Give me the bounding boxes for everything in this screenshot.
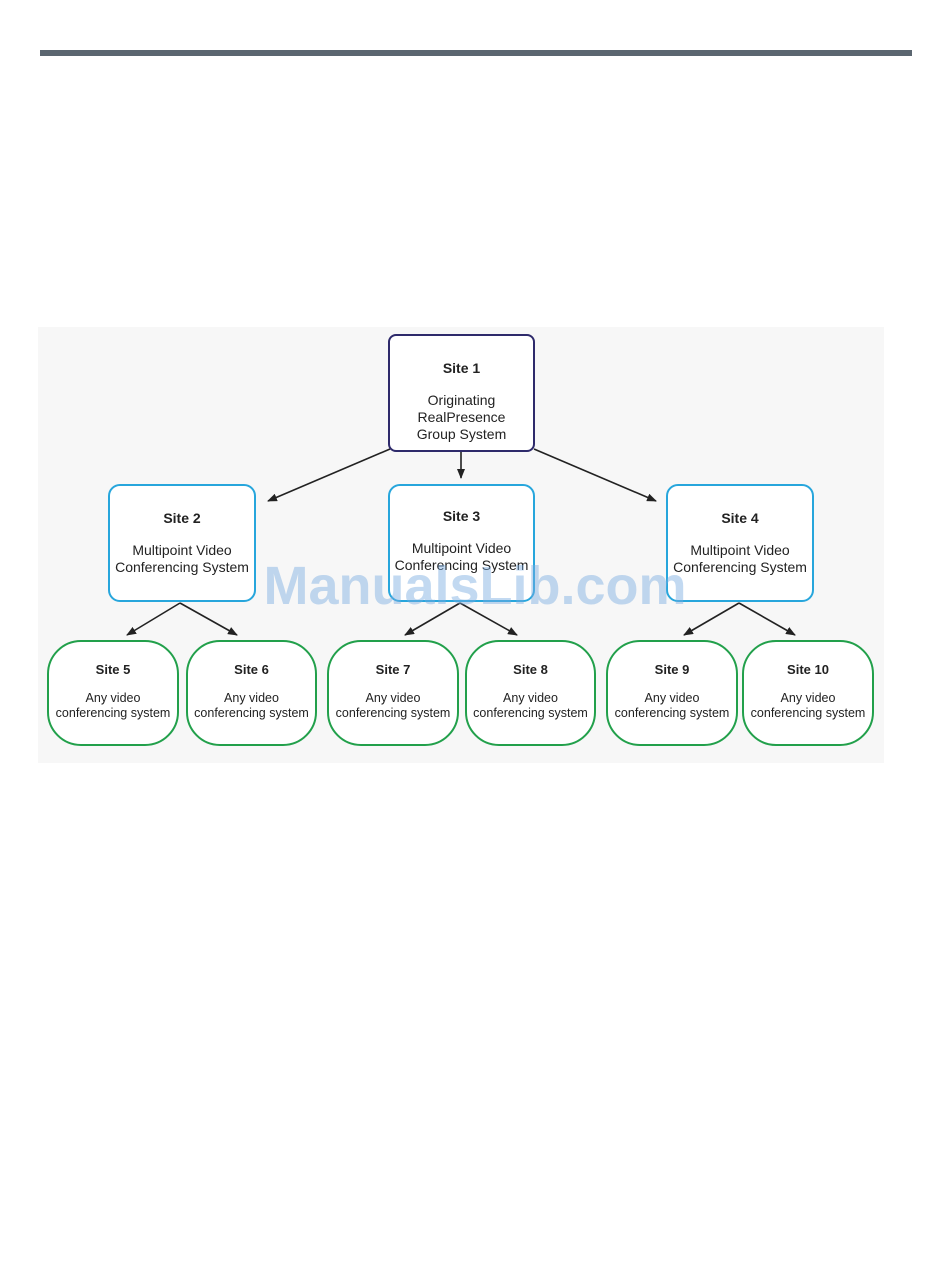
- node-title: Site 8: [513, 662, 548, 677]
- node-title: Site 3: [442, 508, 481, 524]
- node-description: Any video conferencing system: [55, 691, 171, 720]
- arrow-site4-site9: [683, 602, 740, 636]
- node-title: Site 2: [163, 510, 201, 526]
- node-site-6: Site 6 Any video conferencing system: [186, 640, 317, 746]
- node-site-4: Site 4 Multipoint Video Conferencing Sys…: [666, 484, 814, 602]
- node-title: Site 10: [787, 662, 829, 677]
- node-site-1: Site 1 Originating RealPresence Group Sy…: [388, 334, 535, 452]
- node-description: Multipoint Video Conferencing System: [673, 542, 807, 575]
- node-description: Any video conferencing system: [750, 691, 866, 720]
- node-site-3: Site 3 Multipoint Video Conferencing Sys…: [388, 484, 535, 602]
- node-description: Multipoint Video Conferencing System: [394, 540, 529, 573]
- node-site-5: Site 5 Any video conferencing system: [47, 640, 179, 746]
- node-title: Site 7: [375, 662, 411, 677]
- arrow-site3-site7: [404, 602, 461, 636]
- node-title: Site 1: [442, 360, 481, 376]
- node-title: Site 6: [234, 662, 269, 677]
- arrow-site1-site2: [267, 448, 391, 502]
- node-description: Originating RealPresence Group System: [416, 392, 507, 442]
- node-description: Multipoint Video Conferencing System: [115, 542, 249, 575]
- node-description: Any video conferencing system: [194, 691, 309, 720]
- header-rule: [40, 50, 912, 56]
- node-site-10: Site 10 Any video conferencing system: [742, 640, 874, 746]
- arrow-site1-site4: [533, 448, 657, 502]
- node-description: Any video conferencing system: [335, 691, 451, 720]
- node-site-7: Site 7 Any video conferencing system: [327, 640, 459, 746]
- node-title: Site 4: [721, 510, 759, 526]
- arrow-site3-site8: [459, 602, 518, 636]
- node-site-9: Site 9 Any video conferencing system: [606, 640, 738, 746]
- node-description: Any video conferencing system: [614, 691, 730, 720]
- arrow-site4-site10: [738, 602, 796, 636]
- arrow-site2-site5: [126, 602, 181, 636]
- node-site-8: Site 8 Any video conferencing system: [465, 640, 596, 746]
- node-title: Site 5: [95, 662, 131, 677]
- node-site-2: Site 2 Multipoint Video Conferencing Sys…: [108, 484, 256, 602]
- node-title: Site 9: [654, 662, 690, 677]
- node-description: Any video conferencing system: [473, 691, 588, 720]
- arrow-site2-site6: [179, 602, 238, 636]
